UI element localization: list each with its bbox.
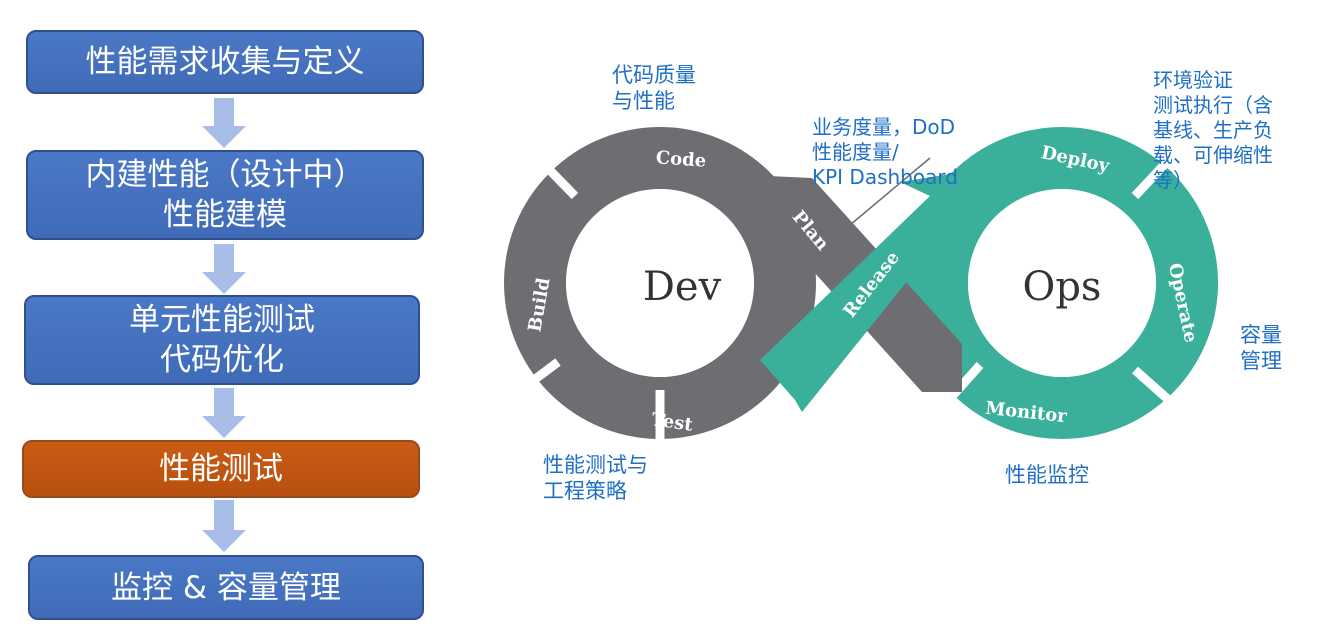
annotation-line: KPI Dashboard <box>812 165 958 189</box>
annotation-line: 性能测试与 <box>543 453 648 477</box>
annotation-line: 代码质量 <box>612 63 696 87</box>
annotation-line: 等） <box>1153 168 1193 192</box>
step-requirements-label: 性能需求收集与定义 <box>85 44 365 80</box>
down-arrow-icon <box>202 388 246 438</box>
step-unit-performance: 单元性能测试 代码优化 <box>24 295 420 385</box>
annotation-line: 容量 <box>1240 323 1282 347</box>
down-arrow-icon <box>202 244 246 294</box>
step-performance-testing: 性能测试 <box>22 440 420 498</box>
annotation-line: 与性能 <box>612 89 675 113</box>
step-unit-performance-line2: 代码优化 <box>160 342 284 378</box>
annotation-line: 性能度量/ <box>812 140 899 164</box>
stage-code: Code <box>655 147 707 171</box>
dev-label: Dev <box>643 264 722 310</box>
step-monitoring-capacity-label: 监控 & 容量管理 <box>111 569 341 606</box>
annotation-environment: 环境验证 测试执行（含 基线、生产负 载、可伸缩性 等） <box>1153 68 1273 193</box>
annotation-line: 管理 <box>1240 349 1282 373</box>
annotation-line: 性能监控 <box>1005 463 1089 487</box>
annotation-line: 载、可伸缩性 <box>1153 143 1273 167</box>
annotation-test-strategy: 性能测试与 工程策略 <box>543 452 648 504</box>
ops-label: Ops <box>1023 264 1102 310</box>
step-built-in-performance: 内建性能（设计中） 性能建模 <box>26 150 424 240</box>
annotation-monitoring: 性能监控 <box>1005 462 1089 488</box>
step-requirements: 性能需求收集与定义 <box>26 30 424 94</box>
annotation-line: 测试执行（含 <box>1153 93 1273 117</box>
annotation-code-quality: 代码质量 与性能 <box>612 62 696 114</box>
step-built-in-performance-line2: 性能建模 <box>163 197 287 233</box>
annotation-line: 基线、生产负 <box>1153 118 1273 142</box>
down-arrow-icon <box>202 98 246 148</box>
step-built-in-performance-line1: 内建性能（设计中） <box>85 157 365 193</box>
annotation-line: 业务度量，DoD <box>812 115 956 139</box>
down-arrow-icon <box>202 500 246 552</box>
step-monitoring-capacity: 监控 & 容量管理 <box>28 555 424 620</box>
release-band <box>760 168 988 412</box>
ops-ring <box>906 127 1218 439</box>
annotation-kpi: 业务度量，DoD 性能度量/ KPI Dashboard <box>812 115 958 190</box>
annotation-line: 环境验证 <box>1153 68 1233 92</box>
annotation-line: 工程策略 <box>543 479 627 503</box>
step-unit-performance-line1: 单元性能测试 <box>129 302 315 338</box>
step-performance-testing-label: 性能测试 <box>159 451 283 487</box>
annotation-capacity: 容量 管理 <box>1240 322 1282 374</box>
